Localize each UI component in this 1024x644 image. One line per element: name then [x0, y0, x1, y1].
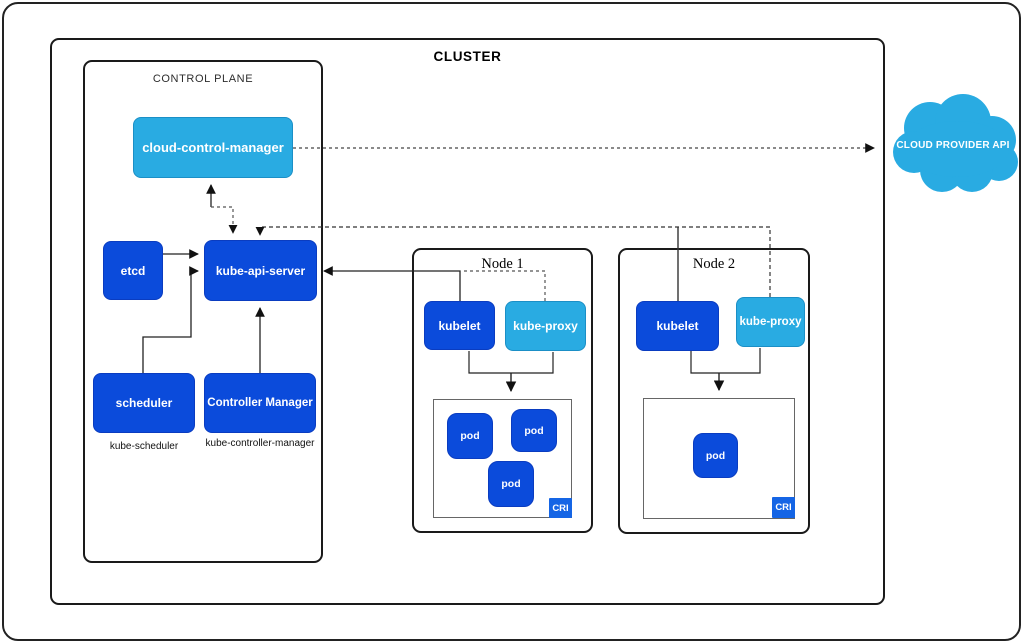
etcd-box: etcd — [103, 241, 163, 300]
node2-pods-container — [643, 398, 795, 519]
node1-pod-3: pod — [488, 461, 534, 507]
controller-manager-box: Controller Manager — [204, 373, 316, 433]
cloud-provider-api-label: CLOUD PROVIDER API — [896, 140, 1010, 151]
control-plane-title: CONTROL PLANE — [152, 73, 254, 85]
scheduler-box: scheduler — [93, 373, 195, 433]
kube-api-server-box: kube-api-server — [204, 240, 317, 301]
node2-cri-badge: CRI — [772, 497, 795, 518]
control-plane-box: CONTROL PLANE — [83, 60, 323, 563]
cluster-box: CLUSTER — [50, 38, 885, 605]
kube-controller-manager-caption: kube-controller-manager — [205, 438, 315, 449]
cluster-title: CLUSTER — [433, 49, 502, 64]
node1-pod-2: pod — [511, 409, 557, 452]
node2-kube-proxy-box: kube-proxy — [736, 297, 805, 347]
kube-scheduler-caption: kube-scheduler — [109, 441, 179, 452]
node1-title: Node 1 — [481, 256, 524, 272]
node2-title: Node 2 — [692, 256, 736, 272]
node2-pod-1: pod — [693, 433, 738, 478]
cloud-control-manager-box: cloud-control-manager — [133, 117, 293, 178]
node1-cri-badge: CRI — [549, 498, 572, 518]
node1-kubelet-box: kubelet — [424, 301, 495, 350]
node1-pods-container — [433, 399, 572, 518]
node1-pod-1: pod — [447, 413, 493, 459]
node2-kubelet-box: kubelet — [636, 301, 719, 351]
node1-kube-proxy-box: kube-proxy — [505, 301, 586, 351]
